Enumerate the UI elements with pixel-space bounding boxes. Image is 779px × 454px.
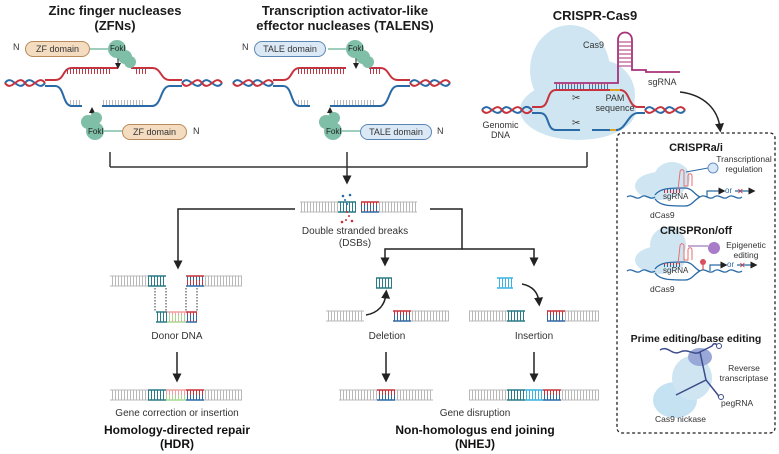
zfn-dna [4,58,223,120]
hdr-outcome-label: Gene correction or insertion [115,408,239,419]
epigenetic-editing-label: Epigenetic editing [718,240,774,260]
zfn-bottom-zf-domain: ZF domain [122,124,187,140]
crispr-ai-title: CRISPRa/i [669,142,723,154]
crispr-onoff-graphic: ✕ [626,227,758,281]
crispr-to-variants-arrow [679,91,724,133]
hdr-homology-dots [154,288,198,312]
cas9-label: Cas9 [583,40,605,50]
talen-title-line1: Transcription activator-like [261,3,429,18]
zfn-top-zf-domain: ZF domain [25,41,90,57]
crispr-onoff-title: CRISPRon/off [659,225,733,237]
deletion-fragment [376,277,392,289]
donor-dna [156,311,197,323]
deletion-result-dna [339,389,433,401]
zfn-top-foki-label: FokI [110,44,126,53]
nhej-title-line2: (NHEJ) [454,437,495,451]
zfn-title-line2: (ZFNs) [94,18,136,33]
zfn-foki-top [90,40,136,68]
zfn-title-line1: Zinc finger nucleases [48,3,182,18]
svg-text:✕: ✕ [737,187,744,196]
talen-bottom-tale-domain: TALE domain [360,124,432,140]
insertion-result-dna [469,389,599,401]
genomic-line1: Genomic [482,120,519,130]
crispr-ai-effector-line2: regulation [725,164,763,174]
zfn-bottom-foki-label: FokI [88,127,104,136]
talen-foki-top [328,40,374,68]
crispr-onoff-effector-line1: Epigenetic [726,240,766,250]
hdr-repaired-dna [110,389,242,401]
zfn-title: Zinc finger nucleases (ZFNs) [15,3,215,33]
dsb-line2: (DSBs) [338,238,372,249]
nhej-title: Non-homologus end joining (NHEJ) [370,423,580,451]
hdr-broken-dna [110,275,242,287]
talen-title-line2: effector nucleases (TALENS) [256,18,434,33]
crispr-onoff-dcas9-label: dCas9 [650,284,675,294]
svg-text:✂: ✂ [572,93,580,104]
talen-bottom-foki-label: FokI [326,127,342,136]
dsb-dna [300,193,417,224]
hdr-title-line2: (HDR) [160,437,194,451]
sgrna-label: sgRNA [648,77,677,87]
scissors-icon: ✂ ✂ [572,93,580,129]
crispr-onoff-effector-line2: editing [733,250,759,260]
talen-top-tale-domain: TALE domain [254,41,326,57]
reverse-transcriptase-label: Reverse transcriptase [712,363,776,383]
dsb-to-insertion-arrow [462,248,539,267]
pam-line2: sequence [595,103,635,113]
dsb-label: Double stranded breaks (DSBs) [290,226,420,250]
dsb-line1: Double stranded breaks [301,226,409,237]
talen-bottom-n-terminus: N [437,126,444,136]
talen-top-foki-label: FokI [348,44,364,53]
donor-dna-label: Donor DNA [151,331,203,342]
crispr-onoff-or-label: or [727,260,735,269]
pam-sequence-label: PAM sequence [590,93,640,113]
prime-editing-graphic [653,343,724,418]
dsb-to-hdr-arrow [173,208,295,270]
hdr-title-line1: Homology-directed repair [103,423,251,437]
zfn-top-n-terminus: N [13,42,20,52]
variants-box [616,132,776,434]
deletion-label: Deletion [368,331,406,342]
rt-line2: transcriptase [719,373,769,383]
transcriptional-regulation-label: Transcriptional regulation [712,154,776,174]
prime-editing-title: Prime editing/base editing [630,333,762,345]
rt-line1: Reverse [728,363,760,373]
hdr-title: Homology-directed repair (HDR) [82,423,272,451]
crispr-onoff-sgrna-label: sgRNA [663,266,689,275]
talen-top-n-terminus: N [242,42,249,52]
genomic-dna-label: Genomic DNA [478,120,523,140]
crispr-ai-dcas9-label: dCas9 [650,210,675,220]
talen-title: Transcription activator-like effector nu… [230,3,460,33]
talen-dna [232,58,451,120]
svg-text:✕: ✕ [739,261,746,270]
pegrna-label: pegRNA [721,398,754,408]
cas9-nickase-label: Cas9 nickase [655,414,707,424]
insertion-fragment [497,277,513,289]
sgrna-structure [554,31,680,89]
pam-line1: PAM [605,93,625,103]
zfn-bottom-n-terminus: N [193,126,200,136]
zfn-foki-bottom [81,112,122,140]
insertion-label: Insertion [514,331,554,342]
nhej-outcome-label: Gene disruption [439,408,511,419]
genomic-line2: DNA [490,130,510,140]
crispr-ai-or-label: or [725,186,733,195]
crispr-genomic-dna [481,89,686,131]
crispr-ai-graphic: ✕ [626,162,756,207]
crispr-ai-effector-line1: Transcriptional [716,154,772,164]
insertion-curve-arrow [521,283,544,307]
insertion-broken-dna [469,310,599,322]
svg-text:✂: ✂ [572,118,580,129]
crispr-ai-sgrna-label: sgRNA [663,192,689,201]
deletion-curve-arrow [365,289,391,316]
convergence-bracket [109,152,588,185]
nhej-title-line1: Non-homologus end joining [395,423,555,437]
talen-foki-bottom [319,112,360,140]
crispr-title: CRISPR-Cas9 [552,8,638,23]
deletion-broken-dna [326,310,449,322]
